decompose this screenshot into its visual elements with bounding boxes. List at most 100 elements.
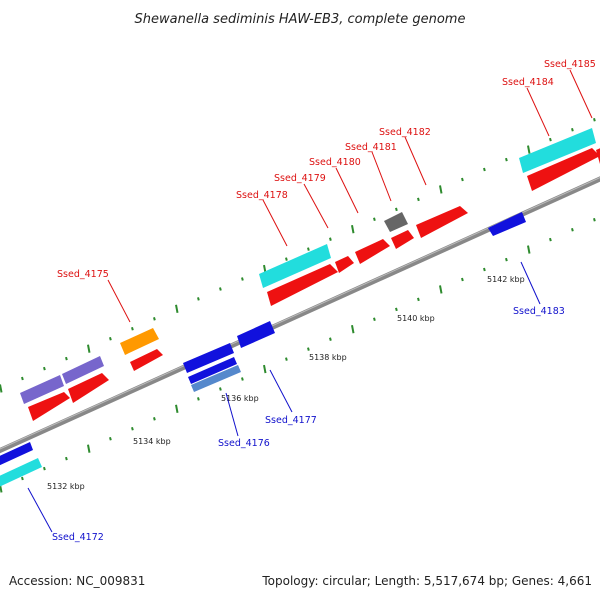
track-tick (571, 127, 574, 132)
map-title: Shewanella sediminis HAW-EB3, complete g… (135, 12, 466, 27)
track-tick (241, 277, 244, 281)
leader-lines (27, 69, 593, 533)
track-tick (21, 476, 24, 481)
tick-label-5134: 5134 kbp (133, 437, 171, 446)
gene-label-ssed-4183[interactable]: Ssed_4183 (513, 306, 565, 317)
gene-label-ssed-4179[interactable]: Ssed_4179 (274, 173, 326, 184)
gene-label-ssed-4178[interactable]: Ssed_4178 (236, 190, 288, 201)
leader-line-ssed-4181 (371, 151, 392, 202)
gene-label-ssed-4181[interactable]: Ssed_4181 (345, 142, 397, 153)
track-tick (153, 317, 156, 321)
track-tick (505, 157, 508, 162)
gene-feature-blue[interactable] (0, 442, 33, 466)
track-tick (0, 384, 3, 393)
gene-label-ssed-4172[interactable]: Ssed_4172 (52, 532, 104, 543)
track-tick (527, 145, 531, 154)
track-tick (483, 167, 486, 172)
track-tick (87, 344, 91, 353)
gene-feature-ssed-4178[interactable] (259, 244, 331, 288)
gene-feature-ssed-4181[interactable] (384, 212, 408, 232)
track-tick (483, 267, 486, 272)
track-tick (131, 427, 134, 431)
genome-backbone (0, 176, 600, 454)
gene-feature-ssed-4185[interactable] (527, 148, 600, 191)
tick-label-5142: 5142 kbp (487, 275, 525, 284)
gene-feature-slate[interactable] (62, 356, 104, 384)
gene-features (0, 128, 600, 487)
track-tick (175, 304, 179, 314)
track-tick (109, 436, 112, 441)
track-tick (175, 404, 179, 414)
track-tick (241, 377, 244, 381)
track-tick (153, 417, 156, 421)
accession-label: Accession: NC_009831 (9, 574, 145, 588)
gene-label-ssed-4184[interactable]: Ssed_4184 (502, 77, 554, 88)
leader-line-ssed-4185 (569, 69, 593, 119)
track-tick (43, 466, 46, 471)
topology-label: Topology: circular; Length: 5,517,674 bp… (261, 574, 592, 588)
gene-feature-ssed-4176[interactable] (191, 365, 241, 392)
gene-feature-ssed-4177[interactable] (188, 357, 237, 384)
track-tick (417, 297, 420, 302)
gene-feature-slate[interactable] (20, 375, 64, 404)
gene-label-ssed-4185[interactable]: Ssed_4185 (544, 59, 596, 70)
gene-label-ssed-4177[interactable]: Ssed_4177 (265, 415, 317, 426)
gene-feature-red[interactable] (391, 230, 414, 249)
gene-feature-red[interactable] (596, 144, 600, 164)
gene-feature-ssed-4182[interactable] (416, 206, 468, 238)
gene-feature-blue[interactable] (237, 321, 275, 348)
tick-label-5136: 5136 kbp (221, 394, 259, 403)
leader-line-ssed-4184 (526, 87, 550, 137)
gene-feature-red[interactable] (28, 392, 70, 421)
track-tick (329, 337, 332, 341)
track-tick (439, 285, 443, 294)
track-tick (65, 456, 68, 461)
leader-line-ssed-4180 (335, 167, 359, 214)
track-tick (285, 357, 288, 361)
track-tick (263, 364, 267, 374)
gene-feature-ssed-4184[interactable] (519, 128, 596, 173)
track-tick (65, 356, 68, 361)
gene-labels: Ssed_4172 Ssed_4175 Ssed_4176 Ssed_4177 … (52, 59, 596, 543)
track-tick (131, 327, 134, 331)
track-tick (219, 287, 222, 291)
gene-feature-ssed-4175[interactable] (120, 328, 159, 355)
track-tick (109, 336, 112, 341)
track-tick (219, 387, 222, 391)
gene-feature-ssed-4172[interactable] (0, 458, 42, 487)
track-tick (461, 177, 464, 182)
track-tick (351, 225, 355, 234)
tick-labels: 5132 kbp 5134 kbp 5136 kbp 5138 kbp 5140… (47, 275, 525, 491)
gene-feature-ssed-4179[interactable] (335, 256, 354, 273)
gene-feature-red[interactable] (267, 264, 338, 306)
track-tick (197, 397, 200, 401)
track-tick (571, 227, 574, 232)
track-tick (329, 237, 332, 241)
gene-label-ssed-4182[interactable]: Ssed_4182 (379, 127, 431, 138)
track-tick (373, 317, 376, 322)
track-tick (373, 217, 376, 222)
leader-line-ssed-4178 (262, 199, 288, 247)
leader-line-ssed-4176 (225, 392, 239, 437)
track-tick (417, 197, 420, 202)
tick-label-5132: 5132 kbp (47, 482, 85, 491)
track-tick (527, 245, 531, 254)
gene-feature-ssed-4180[interactable] (355, 239, 390, 264)
gene-label-ssed-4175[interactable]: Ssed_4175 (57, 269, 109, 280)
leader-line-ssed-4177 (269, 369, 293, 413)
track-tick (593, 118, 596, 122)
leader-line-ssed-4172 (27, 487, 53, 533)
gene-label-ssed-4176[interactable]: Ssed_4176 (218, 438, 270, 449)
gene-feature-ssed-4183[interactable] (488, 212, 526, 236)
track-tick (351, 325, 355, 334)
gene-feature-red[interactable] (130, 349, 163, 371)
track-tick (21, 376, 24, 381)
track-tick (593, 218, 596, 222)
leader-line-ssed-4175 (107, 279, 131, 323)
gene-feature-red[interactable] (68, 373, 109, 403)
track-tick (197, 297, 200, 301)
track-tick (307, 247, 310, 251)
gene-feature-blue[interactable] (183, 343, 234, 373)
track-tick (461, 277, 464, 282)
gene-label-ssed-4180[interactable]: Ssed_4180 (309, 157, 361, 168)
